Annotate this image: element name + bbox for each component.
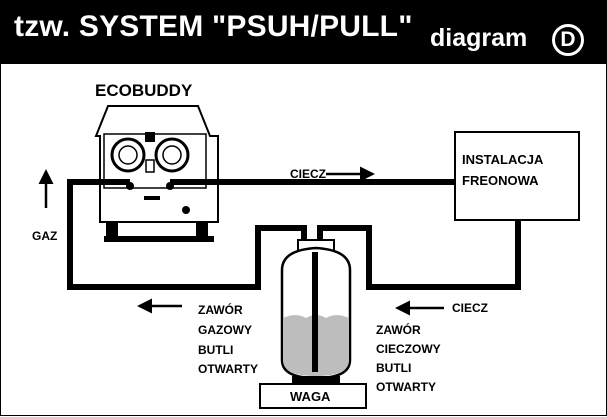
tank: WAGA [259,239,367,409]
device-name: ECOBUDDY [95,81,193,100]
installation-line1: INSTALACJA [462,152,544,167]
device-vent-icon [144,196,160,200]
tank-foot [292,376,340,384]
flow-label-gas: GAZ [32,229,57,243]
svg-text:BUTLI: BUTLI [198,343,233,357]
diagram-subtitle: diagram [430,24,528,52]
device-switch-icon [145,159,155,173]
svg-text:ZAWÓR: ZAWÓR [198,302,243,317]
scale-label: WAGA [290,389,331,404]
liquid-valve-label: ZAWÓR CIECZOWY BUTLI OTWARTY [376,322,441,394]
device-knob-icon [145,132,155,142]
svg-text:ZAWÓR: ZAWÓR [376,322,421,337]
pressure-gauge-left-icon [110,137,146,173]
installation-line2: FREONOWA [462,173,539,188]
diagram-title: tzw. SYSTEM "PSUH/PULL" [14,10,413,43]
installation-box: INSTALACJA FREONOWA [454,131,580,221]
tank-dip-tube [312,252,318,372]
device-base [104,236,214,242]
svg-text:BUTLI: BUTLI [376,361,411,375]
header-bar: tzw. SYSTEM "PSUH/PULL" diagram D [0,0,607,64]
svg-text:GAZOWY: GAZOWY [198,323,252,337]
ecobuddy-device: ECOBUDDY [94,81,219,242]
svg-text:OTWARTY: OTWARTY [376,380,436,394]
pressure-gauge-right-icon [154,137,190,173]
scale-box [259,383,367,409]
device-handle-icon [182,206,190,214]
flow-label-liquid-right: CIECZ [452,301,488,315]
diagram-badge: D [552,24,584,56]
flow-label-liquid-top: CIECZ [290,167,326,181]
svg-text:OTWARTY: OTWARTY [198,362,258,376]
gas-valve-label: ZAWÓR GAZOWY BUTLI OTWARTY [198,302,258,376]
svg-text:CIECZOWY: CIECZOWY [376,342,441,356]
pipe-gas-loop [67,179,307,290]
